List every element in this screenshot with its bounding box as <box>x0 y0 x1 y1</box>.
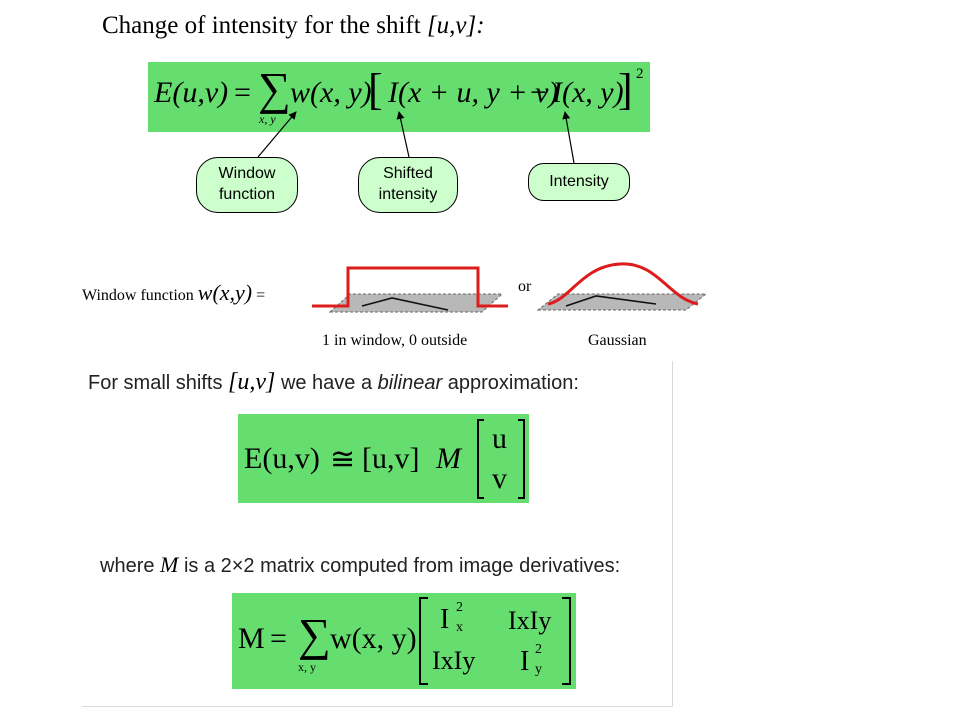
window-function-symbol: w(x,y) <box>197 280 253 305</box>
energy-sum-sub: x, y <box>259 112 276 126</box>
energy-intensity: I(x, y) <box>552 76 624 109</box>
bilinear-text-before: For small shifts <box>88 372 223 394</box>
bracket-right: ] <box>618 65 633 114</box>
matrix-m11-sup: 2 <box>456 600 463 615</box>
bilinear-lhs: E(u,v) <box>244 442 320 475</box>
callout-intensity-label: Intensity <box>549 172 609 190</box>
bilinear-row-vector: [u,v] <box>362 442 420 475</box>
gauss-plane-fill <box>536 293 708 311</box>
matrix-symbol: M <box>160 552 179 577</box>
matrix-lhs: M <box>238 622 265 655</box>
gauss-plane-line <box>565 295 657 307</box>
matrix-m21: IxIy <box>432 646 476 675</box>
callout-shifted-intensity: Shifted intensity <box>358 157 458 213</box>
bilinear-col-bottom: v <box>492 462 507 495</box>
callout-shifted-line1: Shifted <box>383 165 433 183</box>
matrix-m22-sup: 2 <box>535 642 542 657</box>
gaussian-caption: Gaussian <box>588 332 647 349</box>
callout-window-function: Window function <box>196 157 298 213</box>
box-caption: 1 in window, 0 outside <box>322 332 468 349</box>
matrix-sum-sub: x, y <box>298 660 316 674</box>
box-window-curve <box>312 266 508 308</box>
callout-shifted-line2: intensity <box>378 186 438 203</box>
title-text: Change of intensity for the shift <box>102 12 421 39</box>
callout-window-line1: Window <box>218 165 276 183</box>
bilinear-sentence: For small shifts [u,v] we have a bilinea… <box>88 369 579 396</box>
bilinear-shift: [u,v] <box>228 369 276 395</box>
matrix-m11-sub: x <box>456 620 463 635</box>
gauss-window-curve <box>547 262 699 306</box>
energy-window: w(x, y) <box>290 76 372 109</box>
matrix-m12: IxIy <box>508 606 552 635</box>
matrix-m22: I <box>520 646 530 677</box>
energy-minus: − <box>530 76 547 109</box>
or-text: or <box>518 278 532 295</box>
callout-window-line2: function <box>218 186 276 203</box>
matrix-equals: = <box>270 622 287 655</box>
window-function-text: Window function <box>82 287 194 304</box>
arrow-window <box>257 111 297 158</box>
energy-sum: ∑ <box>258 63 291 114</box>
matrix-m22-sub: y <box>535 662 542 677</box>
energy-lhs: E(u,v) <box>154 76 229 109</box>
bilinear-text-middle: we have a <box>280 372 373 394</box>
callout-intensity: Intensity <box>528 163 630 201</box>
box-plane-line <box>361 297 449 311</box>
slide-title: Change of intensity for the shift [u,v]: <box>102 12 485 40</box>
matrix-text-before: where <box>100 555 155 577</box>
arrow-intensity <box>562 111 575 164</box>
title-shift: [u,v]: <box>426 12 485 39</box>
matrix-m11: I <box>440 604 450 635</box>
energy-shifted: I(x + u, y + v) <box>388 76 559 109</box>
bilinear-text-after: approximation: <box>447 372 579 394</box>
matrix-sum: ∑ <box>298 609 331 660</box>
matrix-sentence: where M is a 2×2 matrix computed from im… <box>100 552 620 578</box>
bracket-left: [ <box>368 65 383 114</box>
bilinear-matrix: M <box>436 442 461 475</box>
energy-power: 2 <box>636 66 644 82</box>
bilinear-emph: bilinear <box>377 372 443 394</box>
window-function-equals: = <box>256 287 266 304</box>
bilinear-approx: ≅ <box>330 443 356 476</box>
arrow-shifted <box>396 111 410 158</box>
bilinear-equation-box <box>238 414 529 503</box>
matrix-equation-box <box>232 593 576 689</box>
energy-equals: = <box>234 76 251 109</box>
window-function-label: Window function w(x,y) = <box>82 280 265 306</box>
bilinear-col-top: u <box>492 422 507 455</box>
matrix-window: w(x, y) <box>330 622 417 655</box>
approximation-panel <box>82 361 673 707</box>
matrix-text-after: is a 2×2 matrix computed from image deri… <box>183 555 621 577</box>
